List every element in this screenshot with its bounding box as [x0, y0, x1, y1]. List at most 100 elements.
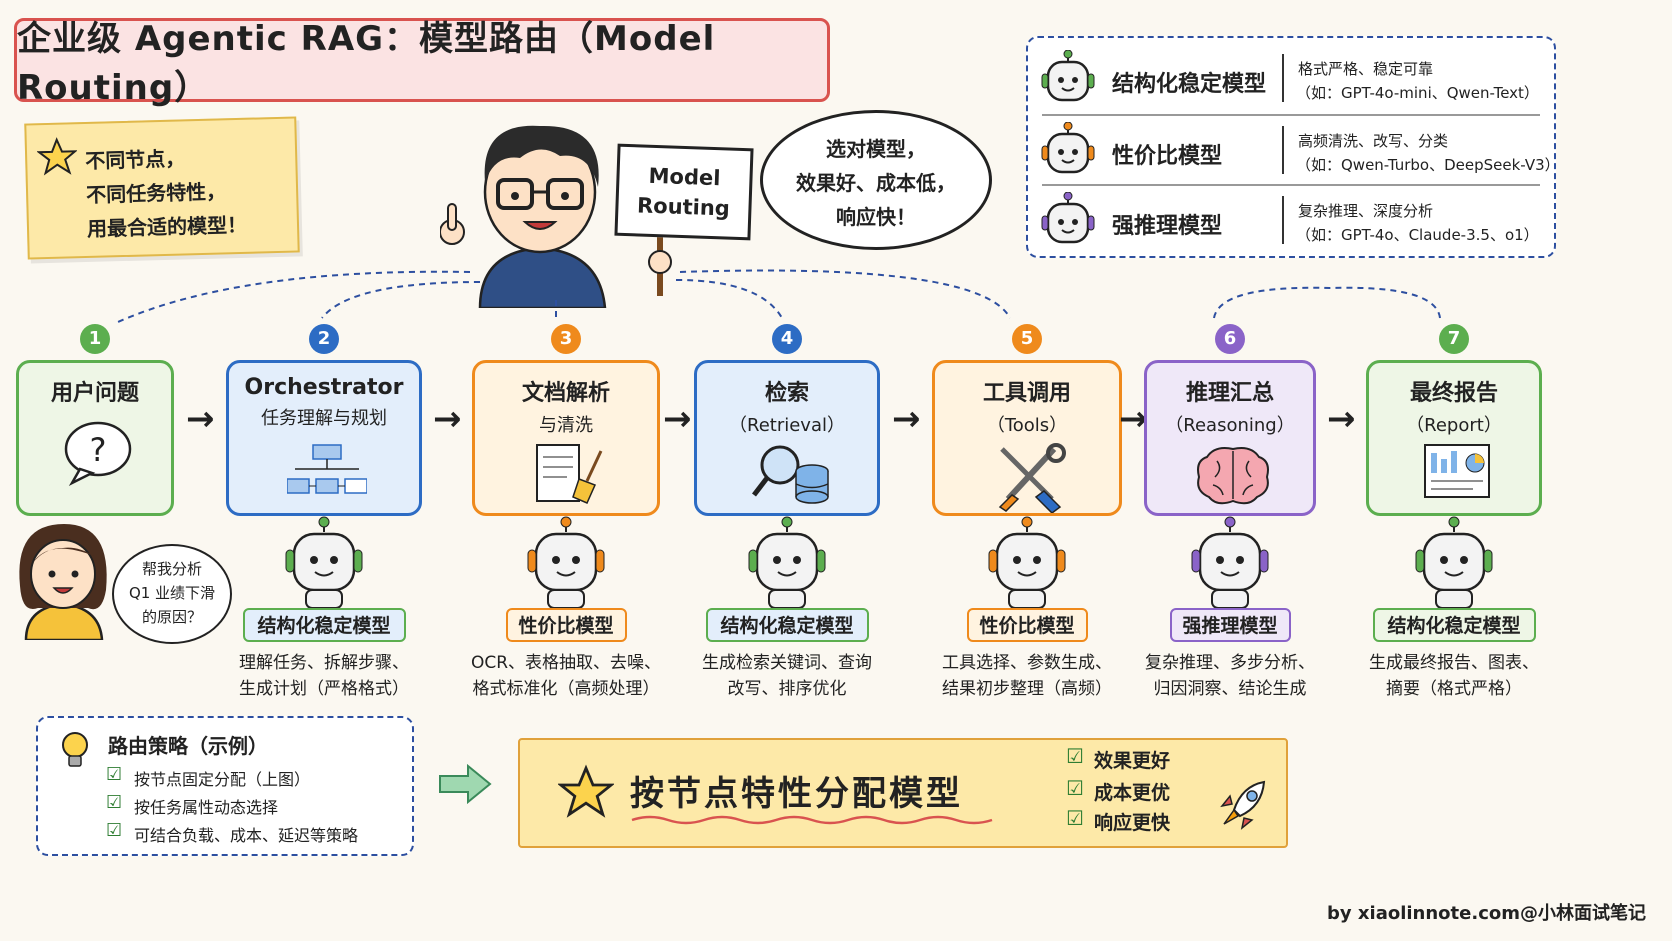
- magnifier-database-icon: [752, 445, 829, 504]
- banner-benefit: 响应更快: [1094, 812, 1171, 834]
- step-number: 1: [80, 324, 110, 354]
- banner-benefit: 效果更好: [1094, 750, 1171, 772]
- model-badge: 结构化稳定模型: [242, 608, 406, 642]
- speech-bubble: 选对模型， 效果好、成本低， 响应快！: [760, 110, 992, 250]
- node-subtitle: （Reasoning）: [1165, 415, 1295, 436]
- step-number: 7: [1439, 324, 1469, 354]
- question-bubble-icon: ?: [64, 421, 132, 486]
- svg-text:?: ?: [90, 431, 107, 469]
- node-subtitle: 与清洗: [539, 415, 593, 436]
- connector-to-node-2: [321, 281, 481, 319]
- desc-line: 工具选择、参数生成、: [942, 653, 1112, 673]
- node-title: 检索: [764, 381, 809, 406]
- robot-icon: [1191, 516, 1269, 608]
- flowchart-icon: [287, 444, 367, 494]
- legend-examples: （如：Qwen-Turbo、DeepSeek-V3）: [1296, 156, 1560, 174]
- connector-to-node-1: [117, 270, 471, 323]
- flow-node: 用户问题 ?: [16, 360, 174, 516]
- user-avatar: [19, 524, 107, 640]
- flow-node: 推理汇总 （Reasoning）: [1144, 360, 1316, 516]
- node-title: Orchestrator: [244, 375, 404, 400]
- legend-desc: 复杂推理、深度分析: [1298, 202, 1434, 220]
- node-description: 生成检索关键词、查询 改写、排序优化: [677, 650, 897, 702]
- flow-arrow-icon: →: [892, 399, 921, 439]
- flow-arrow-icon: →: [433, 399, 462, 439]
- star-icon: [36, 137, 78, 176]
- check-icon: ☑: [1066, 806, 1084, 830]
- flow-node: 文档解析 与清洗: [472, 360, 660, 516]
- check-icon: ☑: [106, 792, 123, 813]
- robot-orange-icon: [1041, 122, 1095, 174]
- model-badge: 结构化稳定模型: [1372, 608, 1536, 642]
- strategy-item: 可结合负载、成本、延迟等策略: [134, 826, 359, 845]
- strategy-item: 按节点固定分配（上图）: [134, 770, 311, 789]
- legend-name: 强推理模型: [1112, 214, 1223, 239]
- user-speech-line: 的原因？: [141, 608, 202, 626]
- legend-row: 性价比模型 高频清洗、改写、分类 （如：Qwen-Turbo、DeepSeek-…: [1028, 116, 1560, 186]
- step-number: 4: [772, 324, 802, 354]
- step-number: 6: [1215, 324, 1245, 354]
- model-badge: 结构化稳定模型: [705, 608, 869, 642]
- desc-line: 理解任务、拆解步骤、: [239, 653, 409, 673]
- document-broom-icon: [536, 444, 603, 504]
- desc-line: 格式标准化（高频处理）: [472, 679, 660, 699]
- flow-arrow-icon: →: [1119, 399, 1148, 439]
- node-title: 工具调用: [982, 381, 1071, 406]
- node-title: 最终报告: [1409, 381, 1498, 406]
- node-description: 生成最终报告、图表、 摘要（格式严格）: [1344, 650, 1564, 702]
- node-description: 复杂推理、多步分析、 归因洞察、结论生成: [1120, 650, 1340, 702]
- robot-green-icon: [1041, 50, 1095, 102]
- robot-purple-icon: [1041, 192, 1095, 244]
- speech-line: 响应快！: [836, 205, 916, 229]
- legend-divider: [1282, 196, 1284, 244]
- flow-node: 检索 （Retrieval）: [694, 360, 880, 516]
- robot-icon: [527, 516, 605, 608]
- legend-name: 性价比模型: [1112, 144, 1223, 169]
- sticky-note: 不同节点， 不同任务特性， 用最合适的模型！: [24, 116, 300, 260]
- check-icon: ☑: [106, 820, 123, 841]
- routing-strategy: 路由策略（示例） ☑ 按节点固定分配（上图） ☑ 按任务属性动态选择 ☑ 可结合…: [36, 716, 414, 856]
- user-speech-bubble: 帮我分析 Q1 业绩下滑 的原因？: [112, 544, 232, 644]
- legend-separator: [1042, 184, 1540, 186]
- step-number: 5: [1012, 324, 1042, 354]
- sign-stick-icon: [648, 228, 672, 296]
- step-number: 3: [551, 324, 581, 354]
- model-legend: 结构化稳定模型 格式严格、稳定可靠 （如：GPT-4o-mini、Qwen-Te…: [1026, 36, 1560, 258]
- desc-line: 生成最终报告、图表、: [1369, 653, 1539, 673]
- lightbulb-icon: [62, 732, 88, 767]
- node-title: 文档解析: [521, 381, 610, 406]
- user-speech-line: 帮我分析: [141, 560, 202, 578]
- banner-benefit: 成本更优: [1094, 782, 1171, 804]
- desc-line: 改写、排序优化: [727, 679, 847, 699]
- model-badge: 性价比模型: [505, 608, 627, 642]
- strategy-item: 按任务属性动态选择: [134, 798, 279, 817]
- speech-line: 效果好、成本低，: [796, 171, 956, 195]
- robot-icon: [988, 516, 1066, 608]
- flow-node: Orchestrator 任务理解与规划: [226, 360, 422, 516]
- desc-line: 生成计划（严格格式）: [239, 679, 409, 699]
- robot-icon: [1415, 516, 1493, 608]
- legend-examples: （如：GPT-4o-mini、Qwen-Text）: [1296, 84, 1539, 102]
- node-subtitle: （Retrieval）: [729, 415, 845, 436]
- model-badge: 性价比模型: [966, 608, 1088, 642]
- legend-row: 结构化稳定模型 格式严格、稳定可靠 （如：GPT-4o-mini、Qwen-Te…: [1028, 44, 1554, 114]
- page-title: 企业级 Agentic RAG：模型路由（Model Routing）: [14, 18, 830, 108]
- robot-icon: [748, 516, 826, 608]
- connector-to-node-4: [675, 279, 783, 319]
- node-subtitle: （Tools）: [986, 415, 1068, 436]
- desc-line: 结果初步整理（高频）: [942, 679, 1112, 699]
- legend-name: 结构化稳定模型: [1112, 72, 1267, 97]
- check-icon: ☑: [1066, 776, 1084, 800]
- step-number: 2: [309, 324, 339, 354]
- tools-icon: [998, 443, 1066, 513]
- report-icon: [1424, 444, 1490, 498]
- desc-line: 归因洞察、结论生成: [1153, 679, 1307, 699]
- summary-banner: 按节点特性分配模型 ☑ 效果更好 ☑ 成本更优 ☑ 响应更快: [518, 738, 1288, 848]
- legend-separator: [1042, 114, 1540, 116]
- desc-line: OCR、表格抽取、去噪、: [470, 653, 662, 673]
- rocket-icon: [1220, 780, 1266, 830]
- desc-line: 摘要（格式严格）: [1386, 679, 1522, 699]
- node-description: 理解任务、拆解步骤、 生成计划（严格格式）: [214, 650, 434, 702]
- legend-desc: 格式严格、稳定可靠: [1298, 60, 1434, 78]
- arrow-right-icon: [439, 764, 492, 804]
